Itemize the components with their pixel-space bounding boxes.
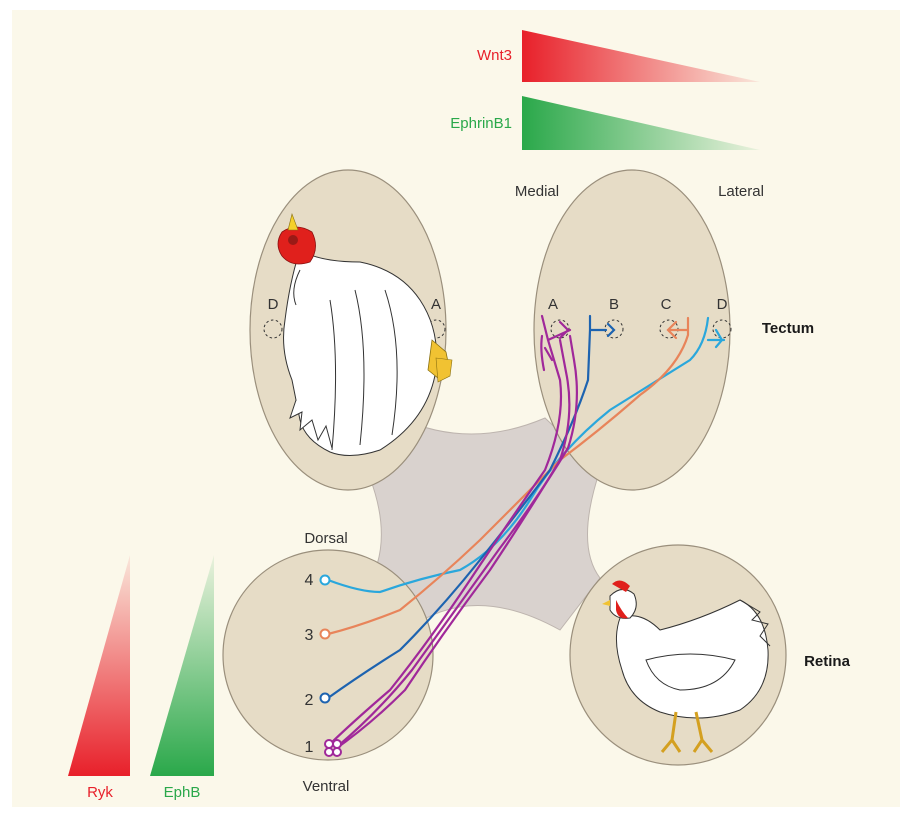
- ephb-label: EphB: [164, 784, 201, 801]
- retina-origin-3: [321, 630, 330, 639]
- retina-position-2: 2: [305, 692, 314, 709]
- retina-position-1: 1: [305, 739, 314, 756]
- ventral-label: Ventral: [303, 778, 350, 795]
- tectum-site-d: D: [717, 296, 728, 313]
- tectum-site-a: A: [548, 296, 558, 313]
- retina-position-3: 3: [305, 627, 314, 644]
- lateral-label: Lateral: [718, 183, 764, 200]
- chick-site-a: A: [431, 296, 441, 313]
- tectum-site-b: B: [609, 296, 619, 313]
- wnt3-label: Wnt3: [477, 47, 512, 64]
- chick-site-d: D: [268, 296, 279, 313]
- tectum-label: Tectum: [762, 320, 814, 337]
- retina-origin-4: [321, 576, 330, 585]
- retina-origin-2: [321, 694, 330, 703]
- medial-label: Medial: [515, 183, 559, 200]
- dorsal-label: Dorsal: [304, 530, 347, 547]
- ephrinb1-label: EphrinB1: [450, 115, 512, 132]
- tectum-site-c: C: [661, 296, 672, 313]
- retina-label: Retina: [804, 653, 851, 670]
- ryk-label: Ryk: [87, 784, 113, 801]
- retina-position-4: 4: [305, 572, 314, 589]
